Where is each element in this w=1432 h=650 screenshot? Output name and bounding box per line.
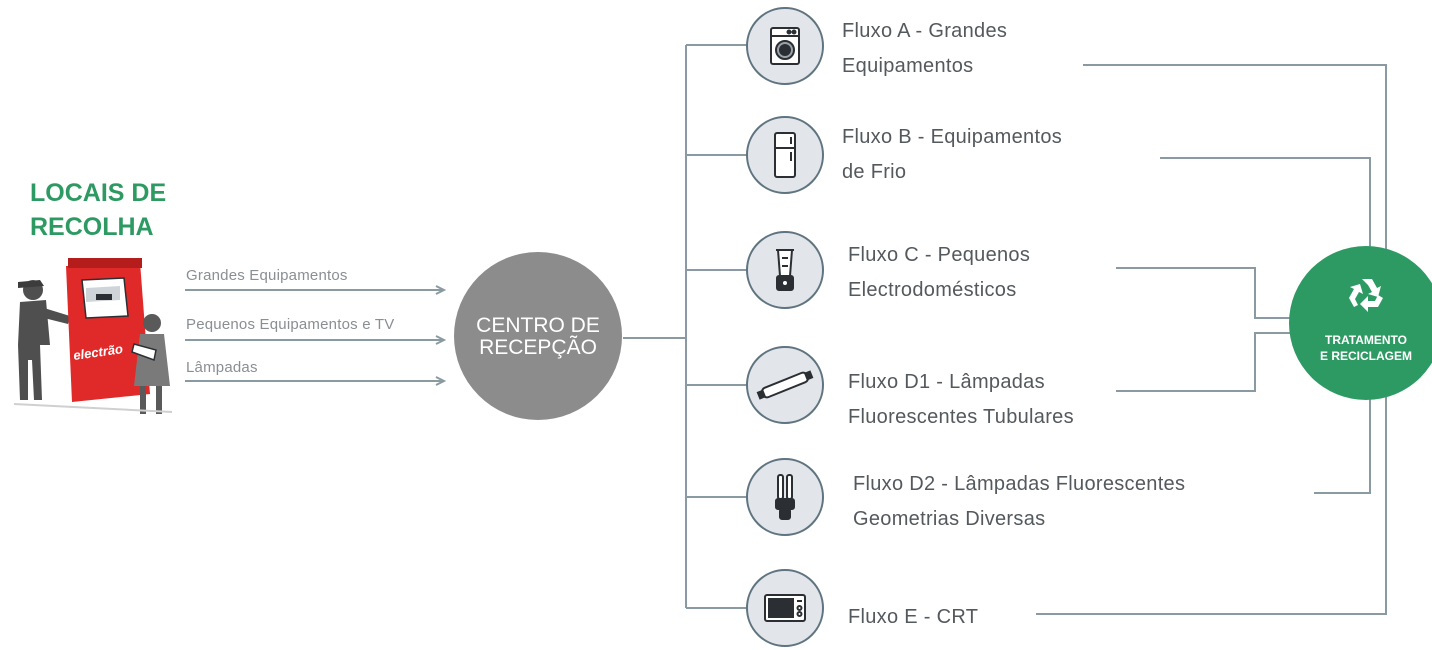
stream-e-line1: Fluxo E - CRT [848, 606, 979, 628]
crt-monitor-icon [764, 594, 806, 622]
input-label-grandes: Grandes Equipamentos [186, 267, 348, 284]
person-left-figure [18, 280, 70, 400]
compact-fluorescent-lamp-icon [775, 474, 795, 520]
arrowhead-3 [435, 376, 447, 386]
stream-label-d2: Fluxo D2 - Lâmpadas Fluorescentes Geomet… [853, 467, 1185, 537]
input-label-lampadas: Lâmpadas [186, 359, 258, 376]
out-line-d2 [1314, 395, 1371, 494]
locais-recolha-title: LOCAIS DE RECOLHA [30, 176, 166, 244]
connector-lines [185, 44, 1387, 615]
out-line-a [1083, 64, 1387, 250]
electrao-bin: electrão [66, 258, 150, 402]
washing-machine-icon [770, 27, 800, 65]
person-right-figure [131, 314, 170, 414]
out-line-e [1036, 395, 1387, 615]
stream-b-line1: Fluxo B - Equipamentos [842, 126, 1063, 148]
stream-label-e: Fluxo E - CRT [848, 600, 978, 635]
locais-line1: LOCAIS DE [30, 179, 167, 207]
stream-d2-circle [746, 458, 824, 536]
bin-brand-text: electrão [72, 341, 124, 363]
tratamento-line1: TRATAMENTO [1325, 333, 1407, 347]
stream-d2-line1: Fluxo D2 - Lâmpadas Fluorescentes [853, 473, 1186, 495]
stream-b-line2: de Frio [842, 161, 907, 183]
stream-d2-line2: Geometrias Diversas [853, 508, 1046, 530]
stream-label-b: Fluxo B - Equipamentos de Frio [842, 120, 1062, 190]
refrigerator-icon [774, 132, 796, 178]
recycle-icon [1349, 279, 1383, 312]
stream-d1-line1: Fluxo D1 - Lâmpadas [848, 371, 1045, 393]
stream-icon-circles [746, 7, 824, 647]
collection-point-illustration: electrão [13, 258, 173, 414]
fluorescent-tube-icon [756, 370, 814, 400]
centro-recepcao-circle [454, 252, 622, 420]
out-line-b [1160, 157, 1371, 252]
out-line-c [1116, 267, 1300, 319]
tratamento-line2: E RECICLAGEM [1319, 349, 1412, 363]
locais-line2: RECOLHA [30, 213, 154, 241]
centro-line2: RECEPÇÃO [479, 336, 597, 359]
stream-label-a: Fluxo A - Grandes Equipamentos [842, 14, 1007, 84]
centro-line1: CENTRO DE [476, 314, 600, 337]
arrowhead-2 [435, 335, 447, 345]
stream-label-c: Fluxo C - Pequenos Electrodomésticos [848, 238, 1030, 308]
stream-d1-line2: Fluorescentes Tubulares [848, 406, 1074, 428]
stream-c-line2: Electrodomésticos [848, 279, 1017, 301]
input-label-pequenos: Pequenos Equipamentos e TV [186, 316, 395, 333]
stream-a-line1: Fluxo A - Grandes [842, 20, 1008, 42]
stream-c-line1: Fluxo C - Pequenos [848, 244, 1031, 266]
tratamento-circle [1289, 246, 1432, 400]
blender-icon [776, 249, 794, 291]
arrowhead-1 [435, 285, 447, 295]
ground-line [13, 403, 173, 413]
stream-a-line2: Equipamentos [842, 55, 974, 77]
out-line-d1 [1116, 332, 1300, 392]
centro-recepcao-label: CENTRO DE RECEPÇÃO [454, 315, 622, 359]
stream-label-d1: Fluxo D1 - Lâmpadas Fluorescentes Tubula… [848, 365, 1074, 435]
tratamento-label: TRATAMENTO E RECICLAGEM [1300, 332, 1432, 364]
